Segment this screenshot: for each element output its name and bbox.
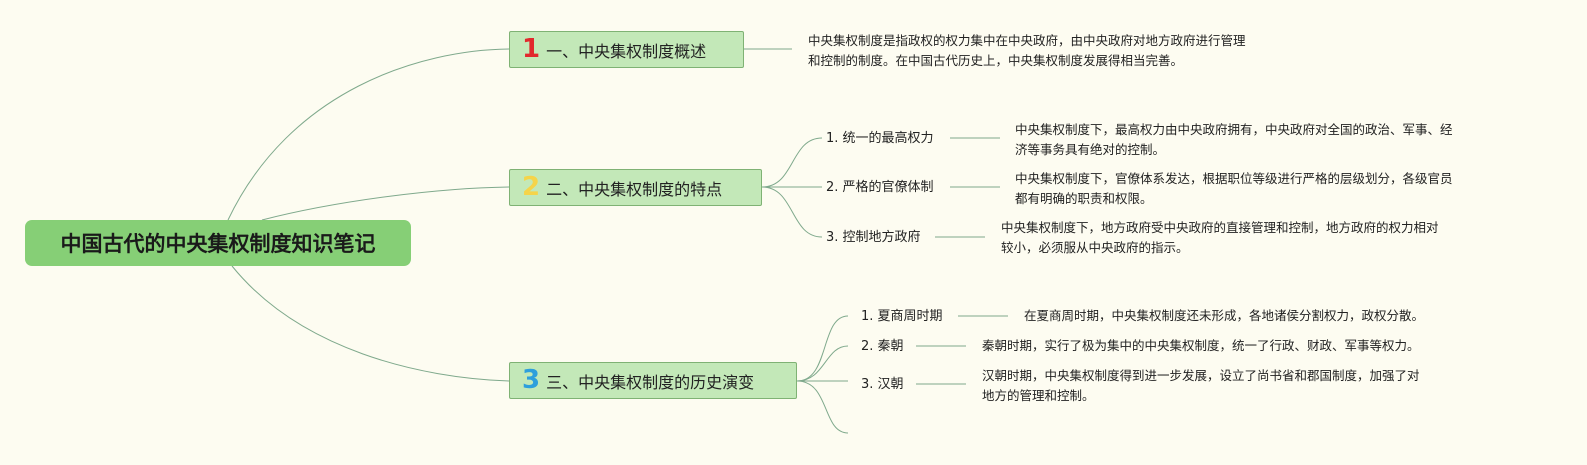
edge-root-branch-3 — [231, 265, 510, 382]
note-line: 中央集权制度下，官僚体系发达，根据职位等级进行严格的层级划分，各级官员 — [1015, 171, 1453, 186]
branch-3-child-3-note: 汉朝时期，中央集权制度得到进一步发展，设立了尚书省和郡国制度，加强了对 地方的管… — [982, 366, 1420, 406]
branch-1-topic[interactable]: 1 一、中央集权制度概述 — [509, 31, 744, 68]
branch-3-child-1[interactable]: 1. 夏商周时期 — [861, 309, 943, 324]
edge-branch-3-child-1 — [796, 315, 849, 382]
root-topic[interactable]: 中国古代的中央集权制度知识笔记 — [25, 220, 411, 266]
branch-3-child-2[interactable]: 2. 秦朝 — [861, 339, 904, 354]
note-line: 中央集权制度下，地方政府受中央政府的直接管理和控制，地方政府的权力相对 — [1001, 220, 1439, 235]
note-line: 在夏商周时期，中央集权制度还未形成，各地诸侯分割权力，政权分散。 — [1024, 308, 1425, 323]
branch-3-child-1-note: 在夏商周时期，中央集权制度还未形成，各地诸侯分割权力，政权分散。 — [1024, 306, 1424, 326]
note-line: 中央集权制度下，最高权力由中央政府拥有，中央政府对全国的政治、军事、经 — [1015, 122, 1453, 137]
branch-2-child-2-note: 中央集权制度下，官僚体系发达，根据职位等级进行严格的层级划分，各级官员 都有明确… — [1015, 169, 1453, 209]
branch-2-child-2[interactable]: 2. 严格的官僚体制 — [826, 180, 934, 195]
note-line: 都有明确的职责和权限。 — [1015, 191, 1153, 206]
edge-root-branch-1 — [227, 48, 510, 221]
note-line: 地方的管理和控制。 — [982, 388, 1095, 403]
branch-2-label: 二、中央集权制度的特点 — [546, 179, 723, 199]
branch-1-label: 一、中央集权制度概述 — [546, 41, 707, 61]
note-line: 较小，必须服从中央政府的指示。 — [1001, 240, 1189, 255]
branch-3-topic[interactable]: 3 三、中央集权制度的历史演变 — [509, 362, 797, 399]
branch-3-child-3[interactable]: 3. 汉朝 — [861, 377, 904, 392]
note-line: 秦朝时期，实行了极为集中的中央集权制度，统一了行政、财政、军事等权力。 — [982, 338, 1420, 353]
edge-branch-2-child-1 — [761, 137, 823, 188]
number-3-icon: 3 — [522, 364, 541, 395]
edge-branch-2-child-3 — [761, 186, 823, 238]
branch-3-label: 三、中央集权制度的历史演变 — [546, 372, 755, 392]
note-line: 汉朝时期，中央集权制度得到进一步发展，设立了尚书省和郡国制度，加强了对 — [982, 368, 1420, 383]
note-line: 中央集权制度是指政权的权力集中在中央政府，由中央政府对地方政府进行管理 — [808, 33, 1246, 48]
edge-branch-3-child-2 — [796, 345, 849, 382]
branch-2-child-1[interactable]: 1. 统一的最高权力 — [826, 131, 934, 146]
root-title: 中国古代的中央集权制度知识笔记 — [60, 232, 376, 256]
branch-3-child-2-note: 秦朝时期，实行了极为集中的中央集权制度，统一了行政、财政、军事等权力。 — [982, 336, 1420, 356]
branch-2-child-1-note: 中央集权制度下，最高权力由中央政府拥有，中央政府对全国的政治、军事、经 济等事务… — [1015, 120, 1453, 160]
branch-2-topic[interactable]: 2 二、中央集权制度的特点 — [509, 169, 762, 206]
branch-2-child-3[interactable]: 3. 控制地方政府 — [826, 230, 921, 245]
note-line: 和控制的制度。在中国古代历史上，中央集权制度发展得相当完善。 — [808, 53, 1184, 68]
branch-2-child-3-note: 中央集权制度下，地方政府受中央政府的直接管理和控制，地方政府的权力相对 较小，必… — [1001, 218, 1439, 258]
note-line: 济等事务具有绝对的控制。 — [1015, 142, 1166, 157]
number-2-icon: 2 — [522, 171, 541, 202]
branch-1-note: 中央集权制度是指政权的权力集中在中央政府，由中央政府对地方政府进行管理 和控制的… — [808, 31, 1246, 71]
edge-branch-3-child-4 — [796, 380, 849, 434]
number-1-icon: 1 — [522, 33, 541, 64]
edge-root-branch-2 — [261, 186, 510, 221]
